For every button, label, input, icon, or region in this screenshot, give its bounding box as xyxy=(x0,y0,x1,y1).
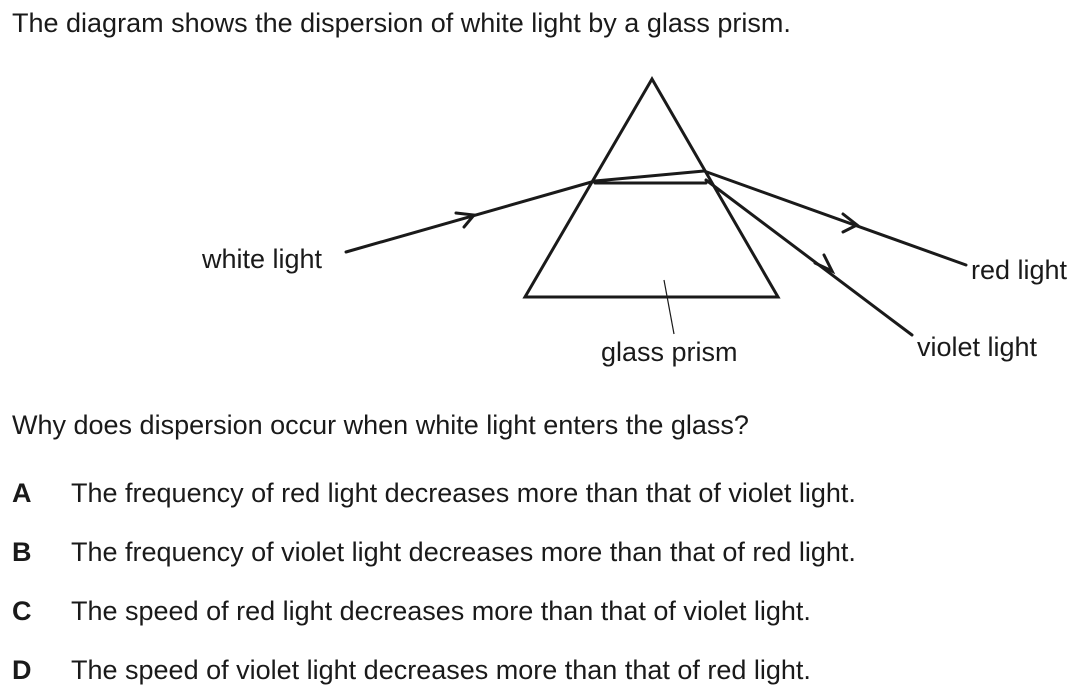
red-light-arrowhead xyxy=(841,212,860,234)
prism-diagram: white light glass prism red light violet… xyxy=(201,76,1068,367)
glass-prism-shape xyxy=(522,76,781,299)
option-letter: C xyxy=(12,596,32,626)
red-light-label: red light xyxy=(971,255,1068,285)
violet-light-label: violet light xyxy=(917,332,1038,362)
question-text: Why does dispersion occur when white lig… xyxy=(12,410,749,440)
option-text: The frequency of violet light decreases … xyxy=(71,537,856,567)
red-light-ray xyxy=(702,169,968,267)
white-light-ray xyxy=(344,179,597,254)
glass-prism-leader-line xyxy=(663,279,675,335)
option-text: The speed of red light decreases more th… xyxy=(71,596,811,626)
glass-prism-label: glass prism xyxy=(601,337,738,367)
option-text: The speed of violet light decreases more… xyxy=(71,655,811,685)
white-light-arrowhead xyxy=(454,211,477,229)
option-letter: D xyxy=(12,655,32,685)
option-letter: A xyxy=(12,478,32,508)
option-letter: B xyxy=(12,537,32,567)
intro-text: The diagram shows the dispersion of whit… xyxy=(12,8,791,38)
red-ray-inside-prism xyxy=(593,169,706,183)
violet-light-arrowhead xyxy=(813,253,836,275)
violet-light-ray xyxy=(704,178,914,337)
option-text: The frequency of red light decreases mor… xyxy=(71,478,856,508)
white-light-label: white light xyxy=(201,244,323,274)
